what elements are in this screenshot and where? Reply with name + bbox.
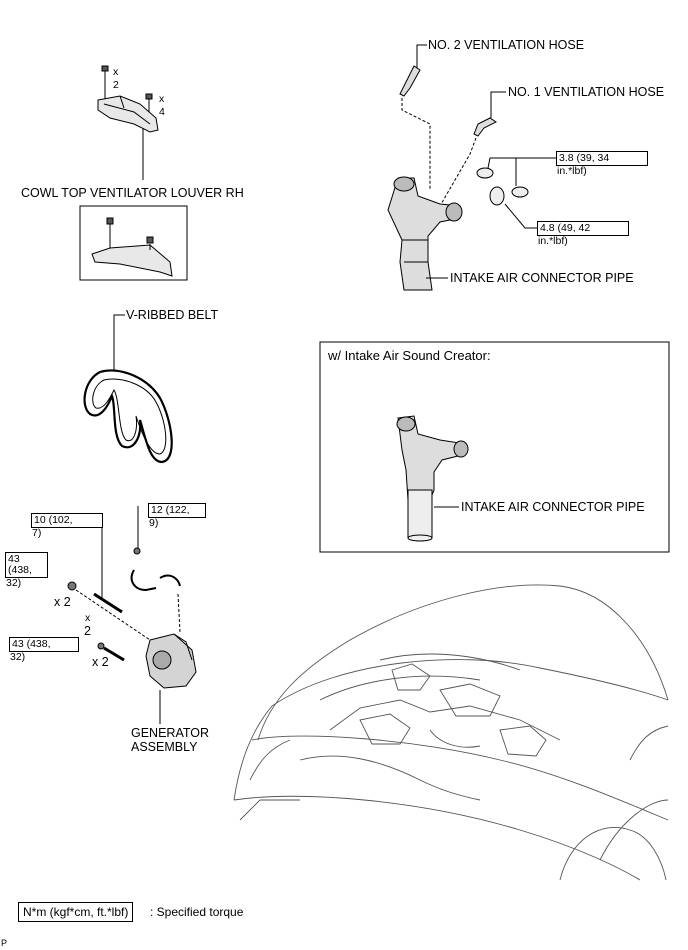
torque-value: 12 (122, [148, 503, 206, 518]
generator-qty-label: x 2 [92, 655, 109, 669]
generator-assembly-icon [145, 633, 197, 689]
torque-spec: 10 (102, 7) [31, 513, 103, 539]
nut-icon [67, 581, 77, 591]
cowl-clip-qty-x: x [113, 66, 119, 78]
no2-ventilation-hose-label: NO. 2 VENTILATION HOSE [428, 38, 585, 52]
torque-spec: 43 (438, 32) [9, 637, 79, 663]
cowl-louver-detail-icon [91, 217, 173, 277]
torque-unit-line: 7) [32, 527, 42, 539]
torque-unit-line: 32) [6, 577, 22, 589]
legend-torque-unit: N*m (kgf*cm, ft.*lbf) [18, 902, 134, 922]
torque-spec: 3.8 (39, 34 in.*lbf) [556, 151, 648, 177]
legend-description: : Specified torque [150, 905, 244, 919]
corner-mark: P [1, 938, 8, 948]
generator-qty-x: x [85, 612, 91, 624]
torque-value: 43 (438, [5, 552, 48, 578]
torque-unit-line: 9) [149, 517, 159, 529]
cowl-top-ventilator-louver-label: COWL TOP VENTILATOR LOUVER RH [21, 186, 244, 200]
generator-qty-label: x 2 [54, 595, 71, 609]
sound-creator-title: w/ Intake Air Sound Creator: [328, 348, 491, 363]
torque-spec: 12 (122, 9) [148, 503, 206, 529]
hose-clamp-icon [476, 167, 529, 206]
generator-qty-count: 2 [84, 624, 91, 638]
intake-air-connector-pipe-icon [387, 176, 463, 291]
cowl-detail-frame [79, 205, 188, 281]
torque-value: 10 (102, [31, 513, 103, 528]
ventilation-hose-no1-icon [473, 117, 497, 137]
torque-unit-line: 32) [10, 651, 26, 663]
clip-icon [145, 93, 153, 112]
torque-unit-line: in.*lbf) [557, 165, 587, 177]
bolt-icon [97, 642, 105, 650]
cowl-clip-qty-count: 2 [113, 79, 119, 91]
torque-spec: 43 (438, 32) [5, 552, 48, 589]
v-ribbed-belt-label: V-RIBBED BELT [126, 308, 219, 322]
cowl-clip-qty-x: x [159, 93, 165, 105]
torque-unit-line: in.*lbf) [538, 235, 568, 247]
clip-icon [101, 65, 109, 99]
vehicle-sketch-icon [233, 584, 669, 881]
sound-creator-frame [319, 341, 670, 553]
intake-air-connector-pipe-label: INTAKE AIR CONNECTOR PIPE [450, 271, 634, 285]
nut-icon [133, 547, 141, 555]
cowl-clip-qty-count: 4 [159, 106, 165, 118]
no1-ventilation-hose-label: NO. 1 VENTILATION HOSE [508, 85, 665, 99]
intake-air-connector-pipe-inset-icon [396, 415, 469, 542]
intake-air-connector-pipe-inset-label: INTAKE AIR CONNECTOR PIPE [461, 500, 645, 514]
generator-assembly-label-line1: GENERATOR [131, 726, 210, 740]
torque-value: 3.8 (39, 34 [556, 151, 648, 166]
ventilation-hose-no2-icon [399, 65, 421, 97]
torque-value: 43 (438, [9, 637, 79, 652]
torque-value: 4.8 (49, 42 [537, 221, 629, 236]
generator-assembly-label-line2: ASSEMBLY [131, 740, 198, 754]
cable-icon [130, 569, 181, 592]
torque-spec: 4.8 (49, 42 in.*lbf) [537, 221, 629, 247]
v-ribbed-belt-icon [83, 369, 173, 464]
cowl-louver-part-icon [97, 95, 159, 133]
